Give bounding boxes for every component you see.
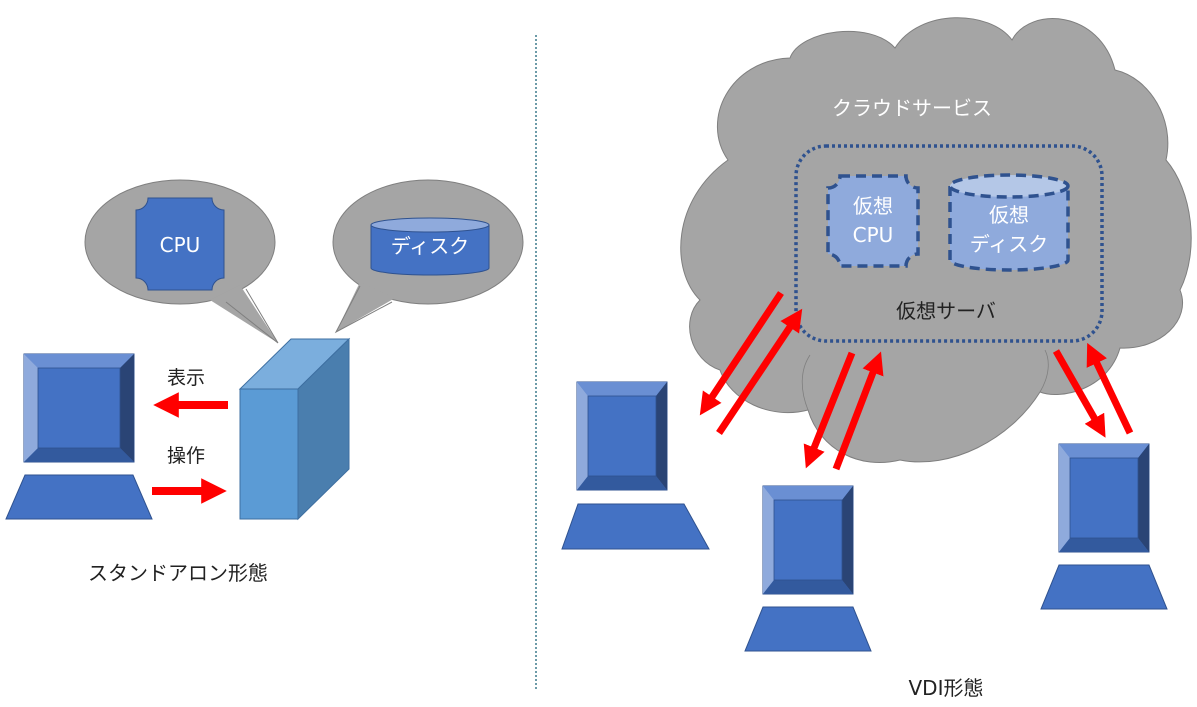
vdi-client-pc-icon xyxy=(744,485,872,652)
vdi-arrow-down-2 xyxy=(803,351,856,469)
virtual-cpu-icon: 仮想 CPU xyxy=(826,174,920,268)
cpu-chip-icon: CPU xyxy=(135,197,225,291)
standalone-caption: スタンドアロン形態 xyxy=(88,561,268,585)
vdi-arrow-up-1 xyxy=(716,308,803,435)
virtual-cpu-label-line1: 仮想 xyxy=(853,194,893,218)
operation-label: 操作 xyxy=(167,445,205,467)
server-box-icon xyxy=(238,337,351,521)
vdi-client-pc-icon xyxy=(1040,443,1168,610)
virtual-cpu-label-line2: CPU xyxy=(853,223,894,247)
virtual-disk-label-line1: 仮想 xyxy=(989,203,1029,227)
virtual-server-box xyxy=(794,144,1104,343)
vdi-caption: VDI形態 xyxy=(909,676,984,700)
vdi-arrow-down-3 xyxy=(1052,349,1106,438)
standalone-pc-icon xyxy=(5,353,153,520)
virtual-disk-label-line2: ディスク xyxy=(970,232,1049,256)
display-label: 表示 xyxy=(167,367,205,389)
vdi-arrow-down-1 xyxy=(699,291,784,416)
vdi-arrow-up-3 xyxy=(1086,342,1134,435)
virtual-disk-icon: 仮想 ディスク xyxy=(948,173,1070,272)
vdi-client-pc-icon xyxy=(561,381,710,550)
cloud-service-label: クラウドサービス xyxy=(832,96,992,120)
cpu-label: CPU xyxy=(160,233,201,257)
disk-label: ディスク xyxy=(391,234,470,258)
vdi-arrow-up-2 xyxy=(832,351,884,471)
disk-cylinder-icon: ディスク xyxy=(370,217,490,276)
virtual-server-label: 仮想サーバ xyxy=(896,299,996,323)
